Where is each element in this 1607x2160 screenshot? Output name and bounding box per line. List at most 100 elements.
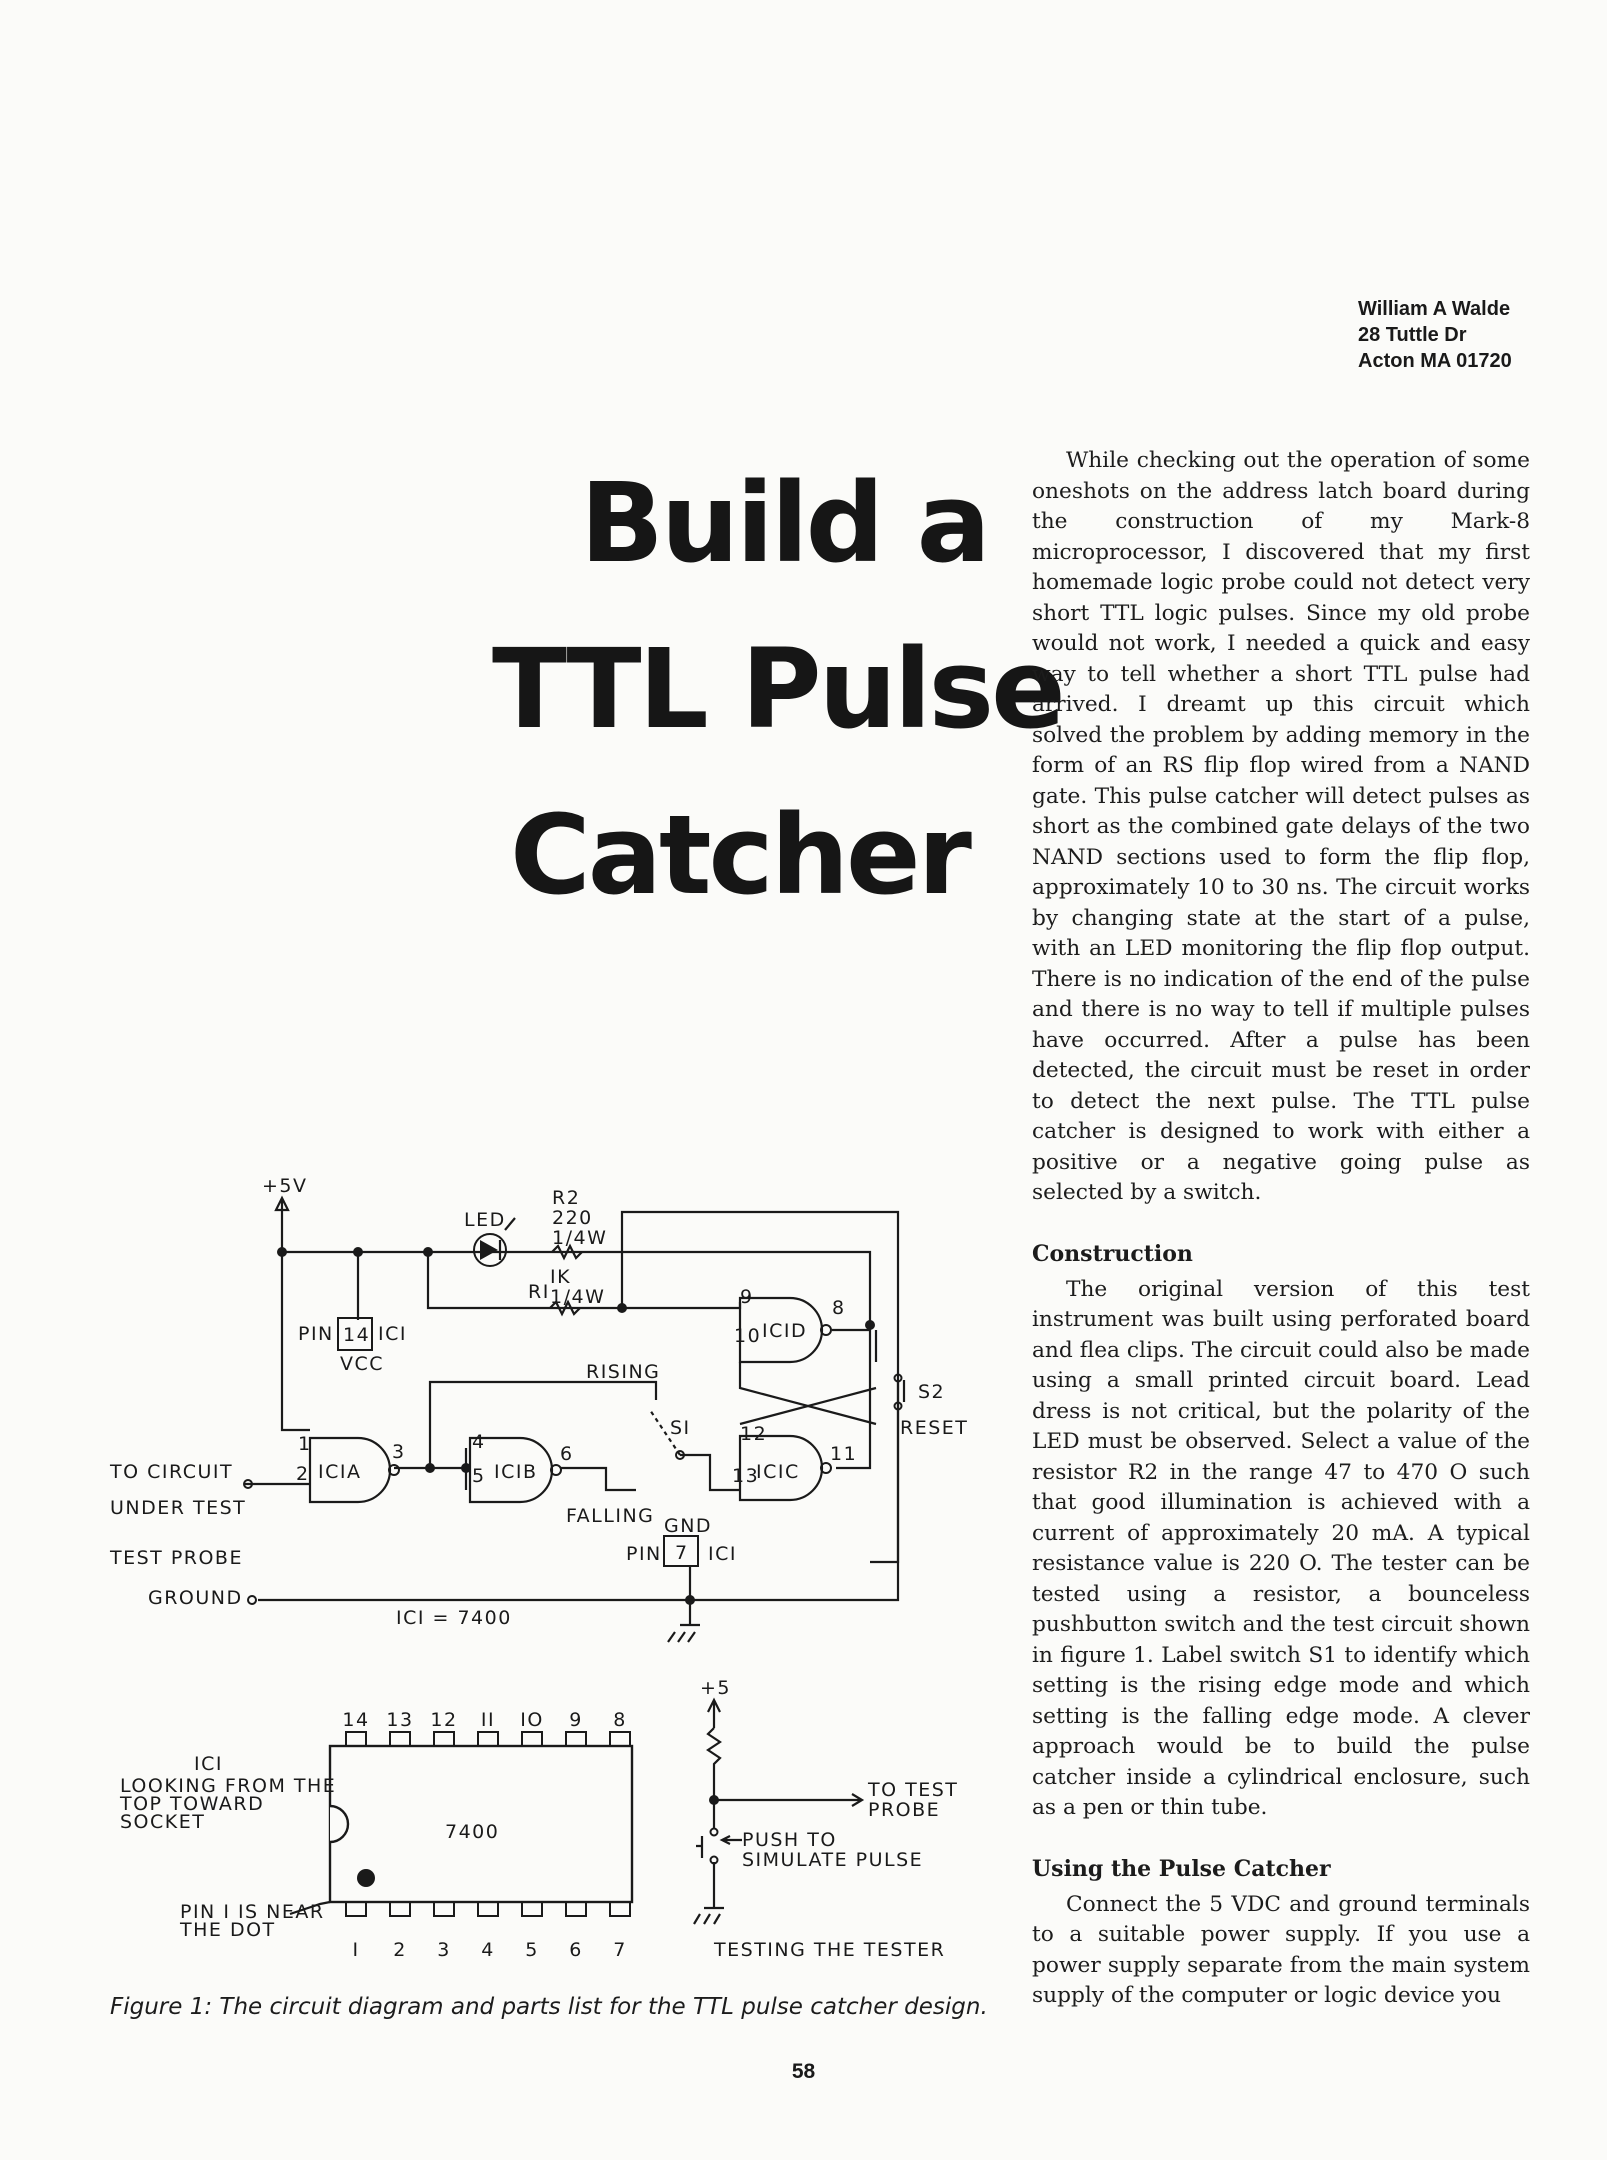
ground-terminal-icon	[247, 1595, 257, 1605]
label-reset: RESET	[900, 1417, 968, 1439]
ic-pin-label: II	[481, 1709, 495, 1731]
junction-dot	[277, 1247, 287, 1257]
title-line-1: Build a	[580, 459, 991, 587]
junction-dot	[617, 1303, 627, 1313]
tester-simulate: SIMULATE PULSE	[742, 1849, 923, 1871]
title-line-2: TTL Pulse	[492, 625, 1066, 753]
ic-pin	[389, 1901, 411, 1917]
label-pin-14-word: PIN	[298, 1323, 334, 1345]
label-r2: R2	[552, 1187, 580, 1209]
ic-pin	[609, 1901, 631, 1917]
label-iclc: ICIC	[756, 1461, 800, 1483]
label-rising: RISING	[586, 1361, 660, 1383]
pin7-box	[663, 1535, 699, 1567]
ic-pin-label: 8	[613, 1709, 627, 1731]
ic-pin	[521, 1731, 543, 1747]
switch-s1-icon	[675, 1450, 685, 1460]
label-ic1-eq: ICI = 7400	[396, 1607, 512, 1629]
ic-pin-label: 4	[481, 1939, 495, 1961]
label-ic1-gnd: ICI	[708, 1543, 737, 1565]
feedback-wire	[620, 1210, 900, 1564]
junction-dot	[425, 1463, 435, 1473]
label-ground: GROUND	[148, 1587, 243, 1609]
ic-pin	[433, 1901, 455, 1917]
label-iclb: ICIB	[494, 1461, 538, 1483]
author-name: William A Walde	[1358, 298, 1511, 320]
ic-pin	[477, 1731, 499, 1747]
ic-pin-label: 5	[525, 1939, 539, 1961]
label-ic1-top: ICI	[378, 1323, 407, 1345]
tester-to-test: TO TEST	[867, 1779, 958, 1801]
label-icla: ICIA	[318, 1461, 361, 1483]
tester-plus5: +5	[700, 1677, 731, 1699]
tester-title: TESTING THE TESTER	[713, 1939, 945, 1961]
r1-to-icd	[622, 1302, 742, 1310]
ic-pin-label: IO	[520, 1709, 544, 1731]
label-gnd: GND	[664, 1515, 712, 1537]
falling-wire	[560, 1466, 636, 1492]
pin-number: 2	[296, 1463, 310, 1485]
ic-pin	[433, 1731, 455, 1747]
tester-vcc-arrow-icon	[707, 1697, 721, 1728]
led-light-arrow-icon	[504, 1217, 516, 1231]
pin-number: 1	[298, 1433, 312, 1455]
label-plus5v: +5V	[262, 1175, 308, 1197]
tester-probe-arrow	[714, 1793, 865, 1807]
package-chip-label: 7400	[445, 1821, 499, 1843]
ic-pin	[345, 1731, 367, 1747]
push-arrow-icon	[719, 1835, 742, 1845]
switch-s2-icon	[896, 1380, 906, 1402]
ic-pin-label: 6	[569, 1939, 583, 1961]
package-pin-note-2: THE DOT	[179, 1919, 276, 1941]
junction-dot	[423, 1247, 433, 1257]
label-icld: ICID	[762, 1320, 807, 1342]
junction-dot	[865, 1320, 875, 1330]
page-number: 58	[791, 2060, 816, 2083]
label-vcc: VCC	[340, 1353, 384, 1375]
ic-pin	[565, 1731, 587, 1747]
figure-caption: Figure 1: The circuit diagram and parts …	[110, 1994, 988, 2020]
ic-pin	[609, 1731, 631, 1747]
junction-dot	[353, 1247, 363, 1257]
pin-number: 9	[740, 1286, 754, 1308]
vcc-arrow-icon	[274, 1195, 290, 1212]
author-street: 28 Tuttle Dr	[1358, 324, 1467, 346]
pin-number: 3	[392, 1441, 406, 1463]
ground-symbol	[667, 1623, 700, 1643]
package-top-toward: TOP TOWARD	[119, 1793, 264, 1815]
pin-number: 8	[832, 1297, 846, 1319]
package-looking: LOOKING FROM THE	[120, 1775, 336, 1797]
pin1-pointer-line	[289, 1900, 331, 1916]
label-r1-value: IK	[550, 1266, 571, 1288]
body-column: While checking out the operation of some…	[1032, 446, 1530, 2012]
iclc-out	[836, 1325, 872, 1470]
ic-pin-label: I	[352, 1939, 359, 1961]
label-r1: RI	[528, 1281, 550, 1303]
section-heading-using: Using the Pulse Catcher	[1032, 1855, 1331, 1882]
pin1-dot-icon	[357, 1869, 375, 1887]
pin-number: 5	[472, 1465, 486, 1487]
label-s2: S2	[918, 1381, 945, 1403]
ic-pin-label: 2	[393, 1939, 407, 1961]
section-heading-construction: Construction	[1032, 1240, 1193, 1267]
ic-pin-label: 3	[437, 1939, 451, 1961]
ic-pin-label: 12	[430, 1709, 457, 1731]
package-ic-label: ICI	[194, 1753, 223, 1775]
title-line-3: Catcher	[510, 791, 972, 919]
resistor-r1-icon	[549, 1299, 581, 1317]
label-r2-watt: 1/4W	[552, 1227, 607, 1249]
switch-s2-terminal	[893, 1373, 903, 1383]
pin-number: 10	[734, 1325, 761, 1347]
reset-wire	[690, 1402, 900, 1602]
resistor-r2-icon	[551, 1243, 583, 1261]
label-r1-watt: 1/4W	[550, 1286, 605, 1308]
article-title: Build a TTL Pulse Catcher	[470, 440, 1066, 938]
label-to-circuit: TO CIRCUIT	[109, 1461, 233, 1483]
vcc-rail	[280, 1212, 872, 1325]
author-block: William A Walde 28 Tuttle Dr Acton MA 01…	[1358, 296, 1512, 374]
r1-wire	[426, 1252, 622, 1310]
ic-pin	[565, 1901, 587, 1917]
gate-bubble-icon	[388, 1464, 400, 1476]
s1-to-iclc	[680, 1453, 740, 1492]
pushbutton-icon	[696, 1836, 704, 1858]
